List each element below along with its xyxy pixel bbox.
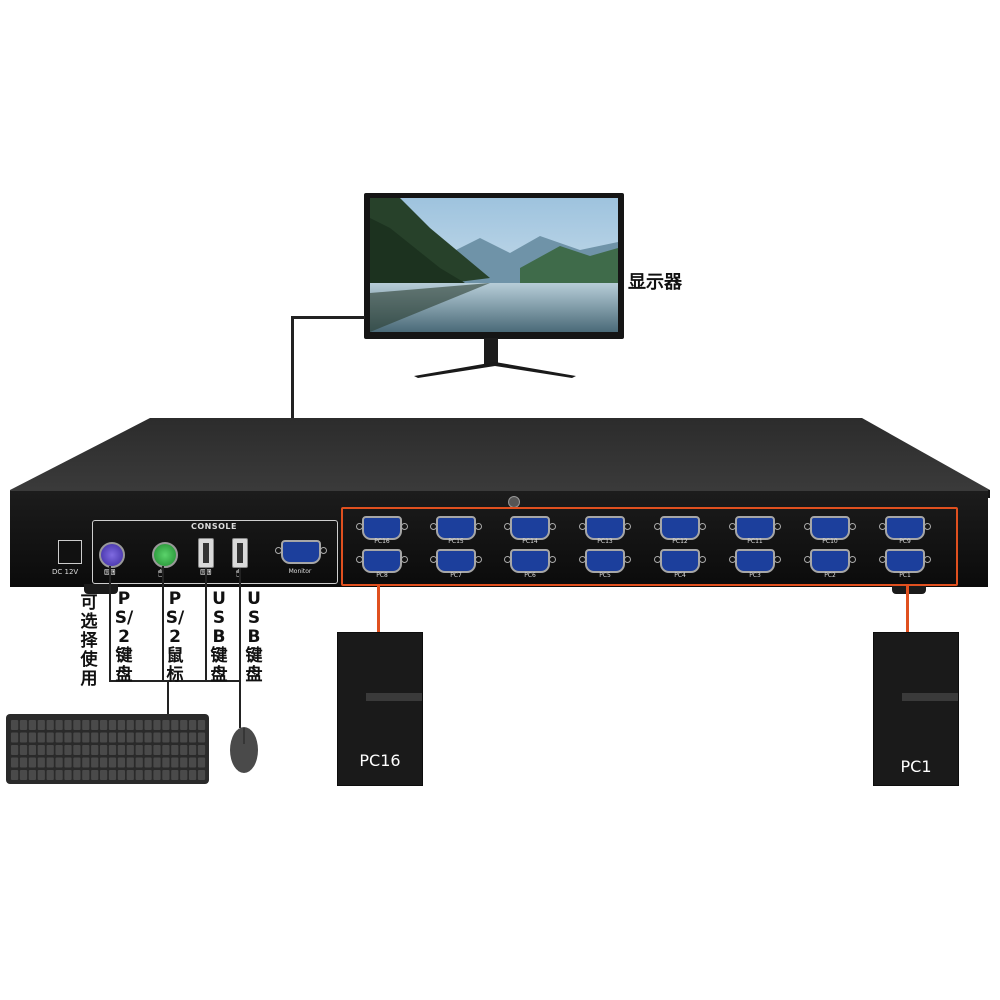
ps2-mouse-port <box>152 542 178 568</box>
drive-bay <box>366 693 422 701</box>
console-panel <box>92 520 338 584</box>
dc-power-jack <box>58 540 82 564</box>
kvm-top-surface <box>10 418 990 498</box>
mouse-icon: 🖱 <box>236 568 241 578</box>
ps2-keyboard-cable <box>109 566 111 682</box>
monitor-stand-neck <box>484 338 498 364</box>
vga-port-pc11 <box>729 516 781 540</box>
optional-label: 可选择使用 <box>80 593 98 689</box>
ps2-keyboard-port <box>99 542 125 568</box>
vga-port-pc4 <box>654 549 706 573</box>
keyboard-cable <box>167 680 169 716</box>
vga-port-label: PC6 <box>524 572 536 579</box>
vga-port-label: PC9 <box>899 538 911 545</box>
vga-port-label: PC8 <box>376 572 388 579</box>
usb-port-1 <box>198 538 214 568</box>
vga-port-pc16 <box>356 516 408 540</box>
dc-label: DC 12V <box>52 568 79 576</box>
vga-port-label: PC3 <box>749 572 761 579</box>
vga-port-label: PC4 <box>674 572 686 579</box>
ps2-mouse-cable <box>162 566 164 682</box>
pc-ports-panel <box>341 507 958 586</box>
vga-port-label: PC1 <box>899 572 911 579</box>
keyboard <box>6 714 209 784</box>
vga-port-label: PC10 <box>822 538 838 545</box>
monitor-port-label: Monitor <box>288 568 312 575</box>
vga-port-pc8 <box>356 549 408 573</box>
vga-port-label: PC5 <box>599 572 611 579</box>
vga-port-pc10 <box>804 516 856 540</box>
ps2-mouse-label: PS/2鼠标 <box>165 589 185 685</box>
vga-port-label: PC7 <box>450 572 462 579</box>
vga-port-label: PC15 <box>448 538 464 545</box>
mouse <box>230 727 258 773</box>
vga-port-pc9 <box>879 516 931 540</box>
vga-port-label: PC12 <box>672 538 688 545</box>
monitor-stand-base <box>414 362 576 378</box>
vga-port-label: PC11 <box>747 538 763 545</box>
monitor-label: 显示器 <box>628 272 682 293</box>
vga-port-label: PC2 <box>824 572 836 579</box>
vga-port-label: PC13 <box>597 538 613 545</box>
kvm-foot-left <box>84 584 118 594</box>
pc16-label: PC16 <box>359 751 401 770</box>
usb-mouse-cable <box>239 568 241 728</box>
vga-port-pc6 <box>504 549 556 573</box>
kvm-foot-right <box>892 584 926 594</box>
usb-port-2 <box>232 538 248 568</box>
usb-keyboard-cable <box>205 568 207 682</box>
vga-port-label: PC16 <box>374 538 390 545</box>
vga-port-pc3 <box>729 549 781 573</box>
console-label: CONSOLE <box>191 522 237 531</box>
mouse-icon: 🖱 <box>158 568 163 577</box>
vga-port-pc1 <box>879 549 931 573</box>
pc1-cable <box>906 584 909 634</box>
pc1-tower: PC1 <box>873 632 959 786</box>
vga-port-pc5 <box>579 549 631 573</box>
vga-port-label: PC14 <box>522 538 538 545</box>
pc16-cable <box>377 584 380 634</box>
pc1-label: PC1 <box>900 757 932 776</box>
vga-port-pc2 <box>804 549 856 573</box>
vga-port-pc14 <box>504 516 556 540</box>
vga-port-pc15 <box>430 516 482 540</box>
drive-bay <box>902 693 958 701</box>
usb-keyboard-label-1: USB键盘 <box>210 589 228 685</box>
vga-port-pc7 <box>430 549 482 573</box>
monitor-cable-h <box>291 316 365 319</box>
ps2-keyboard-label: PS/2键盘 <box>114 589 134 685</box>
vga-port-pc13 <box>579 516 631 540</box>
monitor-screen-landscape <box>370 198 618 332</box>
pc16-tower: PC16 <box>337 632 423 786</box>
monitor-vga-port <box>275 540 327 564</box>
peripheral-cable-join <box>109 680 241 682</box>
usb-keyboard-label-2: USB键盘 <box>245 589 263 685</box>
vga-port-pc12 <box>654 516 706 540</box>
